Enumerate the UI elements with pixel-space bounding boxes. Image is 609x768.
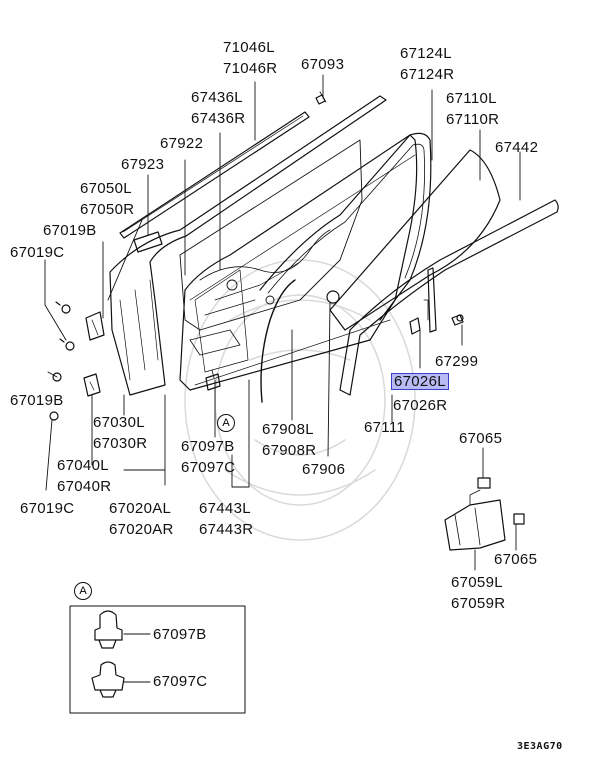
label-67026r: 67026R <box>393 397 448 414</box>
label-67065-top: 67065 <box>459 430 503 447</box>
diagram-code: 3E3AG70 <box>517 741 563 752</box>
hinge-67040 <box>83 373 101 397</box>
leader-lines <box>44 74 521 571</box>
label-67110l: 67110L <box>446 90 497 107</box>
label-67019c-bot: 67019C <box>20 500 75 517</box>
label-67443r: 67443R <box>199 521 254 538</box>
seal-67908 <box>260 279 296 403</box>
bolt-67093 <box>315 91 327 105</box>
clip-67906 <box>326 290 340 304</box>
label-67908r: 67908R <box>262 442 317 459</box>
clip-67097b-detail <box>94 610 123 649</box>
label-67442: 67442 <box>495 139 539 156</box>
label-67019b-mid: 67019B <box>10 392 64 409</box>
callout-a-detail: A <box>74 582 92 600</box>
label-67019b-top: 67019B <box>43 222 97 239</box>
label-67110r: 67110R <box>446 111 500 128</box>
label-67097c: 67097C <box>181 459 236 476</box>
label-67299: 67299 <box>435 353 479 370</box>
pad-67923 <box>133 231 163 253</box>
label-67923: 67923 <box>121 156 165 173</box>
door-shell <box>179 134 418 391</box>
clip-67097-main <box>205 369 221 391</box>
callout-a-main: A <box>217 414 235 432</box>
label-67922: 67922 <box>160 135 204 152</box>
door-glass-67110 <box>329 149 501 331</box>
window-frame-67124 <box>259 132 432 321</box>
label-67093: 67093 <box>301 56 345 73</box>
label-67059l: 67059L <box>451 574 503 591</box>
bolt-67299 <box>451 314 464 326</box>
trim-strip-71046 <box>119 111 310 239</box>
label-detail-67097b: 67097B <box>153 626 207 643</box>
label-67020al: 67020AL <box>109 500 172 517</box>
run-channel-67026 <box>409 267 437 335</box>
bolt-67019c-mid <box>59 338 75 351</box>
label-67050r: 67050R <box>80 201 135 218</box>
label-67050l: 67050L <box>80 180 132 197</box>
weatherstrip-67442 <box>339 199 559 396</box>
bolt-67019b-mid <box>52 372 62 382</box>
label-67436l: 67436L <box>191 89 243 106</box>
label-71046r: 71046R <box>223 60 278 77</box>
label-67908l: 67908L <box>262 421 314 438</box>
clip-67097c-detail <box>91 661 125 698</box>
label-71046l: 71046L <box>223 39 275 56</box>
label-67443l: 67443L <box>199 500 251 517</box>
label-67906: 67906 <box>302 461 346 478</box>
label-67059r: 67059R <box>451 595 506 612</box>
label-67124r: 67124R <box>400 66 455 83</box>
label-67097b: 67097B <box>181 438 235 455</box>
hinge-67050 <box>85 311 105 341</box>
label-67065-bot: 67065 <box>494 551 538 568</box>
label-67040r: 67040R <box>57 478 112 495</box>
bolt-67019c-bot <box>49 411 59 421</box>
label-67124l: 67124L <box>400 45 452 62</box>
door-check-67059 <box>444 477 525 551</box>
label-67040l: 67040L <box>57 457 109 474</box>
label-67020ar: 67020AR <box>109 521 174 538</box>
detail-box-a <box>69 605 246 714</box>
label-67019c-top: 67019C <box>10 244 65 261</box>
label-67026l-highlighted[interactable]: 67026L <box>391 373 449 390</box>
label-detail-67097c: 67097C <box>153 673 208 690</box>
bolt-67019c-top <box>55 301 71 314</box>
label-67030r: 67030R <box>93 435 148 452</box>
label-67111: 67111 <box>364 419 405 436</box>
inner-door-panel <box>109 95 387 396</box>
label-67436r: 67436R <box>191 110 246 127</box>
label-67030l: 67030L <box>93 414 145 431</box>
